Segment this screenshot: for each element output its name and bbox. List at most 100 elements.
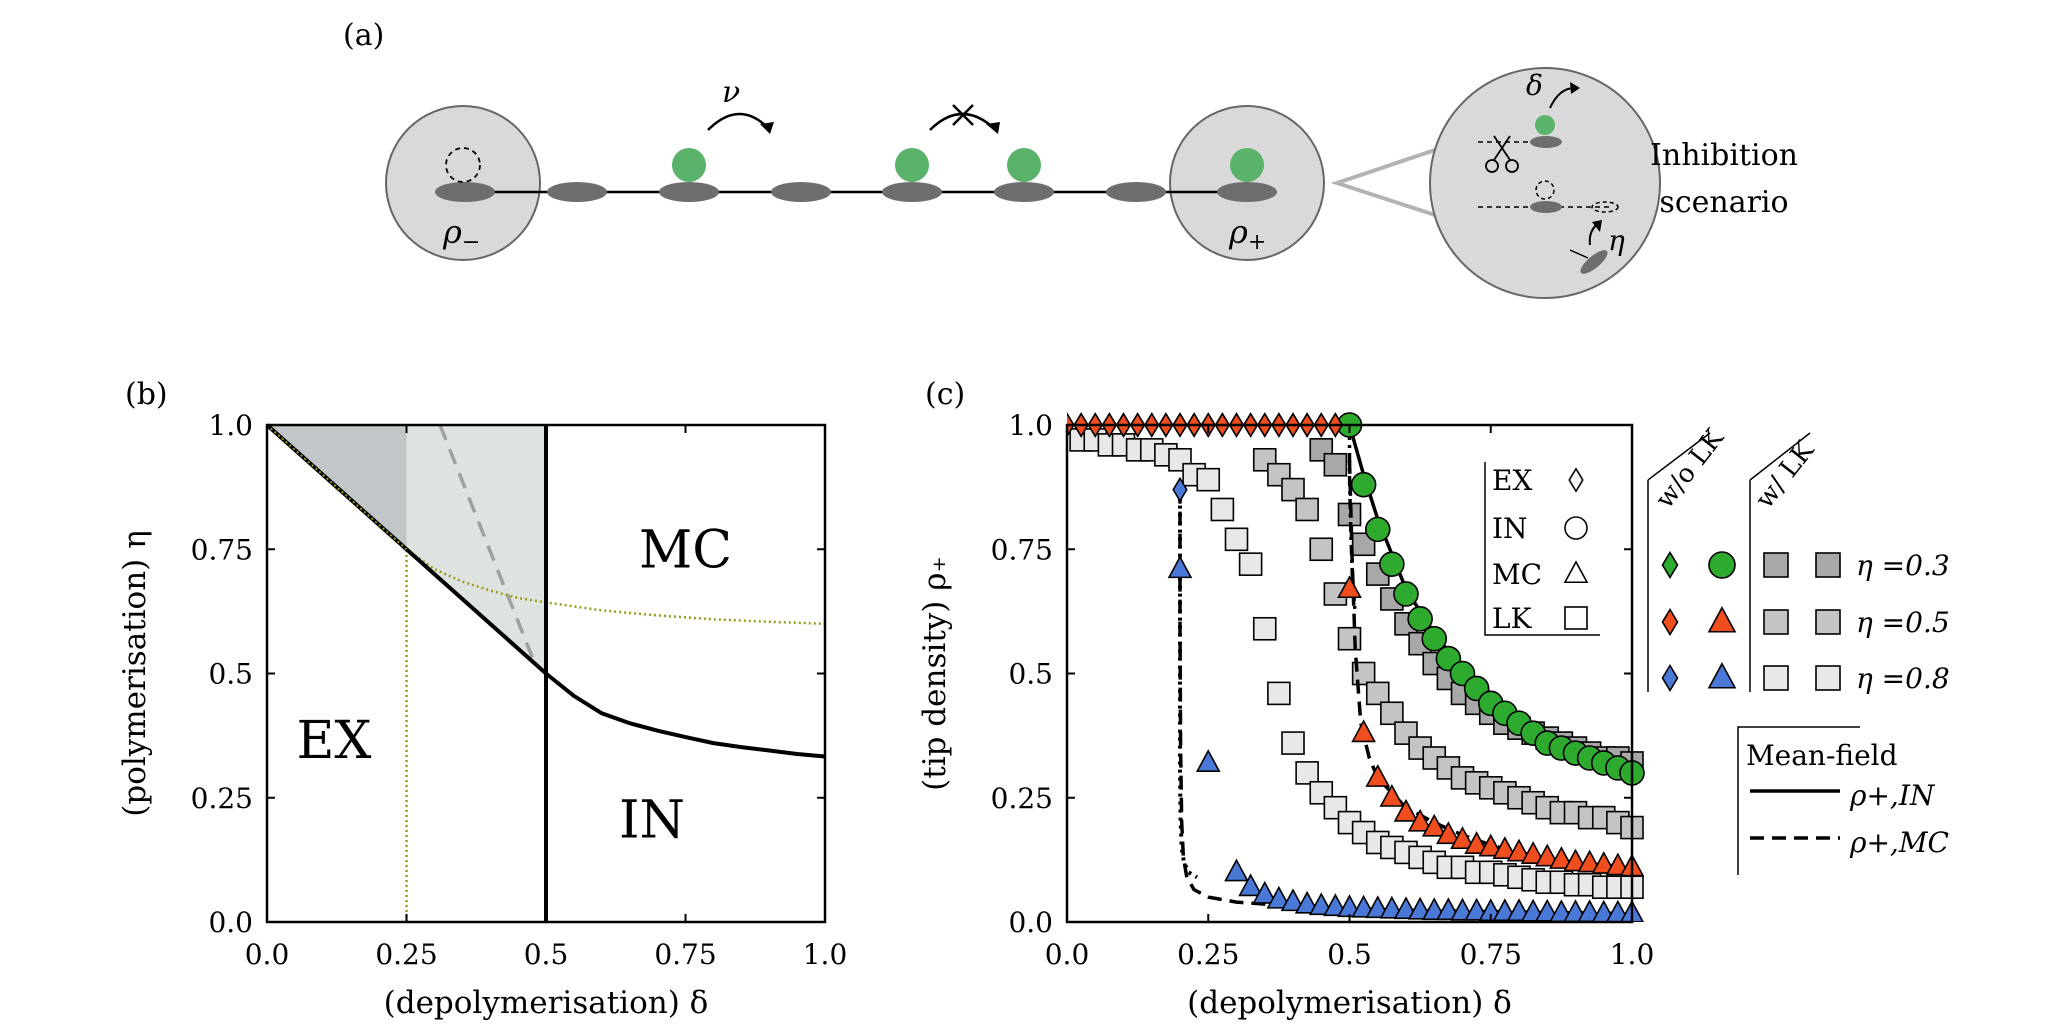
mc-marker — [1337, 575, 1362, 599]
particle — [1230, 148, 1264, 182]
incoming-site — [1580, 250, 1608, 274]
mc-marker — [1308, 892, 1334, 916]
inhibition-bubble — [1429, 67, 1661, 299]
mc-marker — [1450, 826, 1475, 850]
x-tick-label: 1.0 — [1610, 938, 1655, 971]
incoming-site-trail — [1569, 249, 1589, 259]
empty-site — [1591, 201, 1619, 213]
legend-label: EX — [1492, 464, 1532, 497]
panel-a-diagram: ν ρ− ρ+ δ — [385, 67, 1798, 299]
legend-marker — [1563, 560, 1589, 584]
blocked-arrowhead — [986, 122, 1000, 134]
x-tick-label: 0.75 — [1460, 938, 1522, 971]
lk-marker — [1380, 701, 1404, 726]
hop-arrow — [707, 112, 771, 131]
rho-minus-label: ρ− — [442, 213, 480, 255]
lk-marker — [1224, 527, 1249, 552]
site — [1217, 182, 1277, 202]
empty-particle — [445, 147, 481, 183]
legend-marker — [1707, 606, 1737, 633]
mc-marker — [1549, 846, 1574, 869]
x-tick-label: 0.25 — [1177, 938, 1239, 971]
x-axis-label: (depolymerisation) δ — [384, 985, 709, 1021]
mc-marker — [1195, 749, 1221, 773]
mc-marker — [1238, 873, 1263, 897]
lk-marker — [1252, 616, 1277, 641]
legend-ex-marker — [1661, 550, 1679, 580]
plot-area — [1067, 412, 1645, 922]
legend-marker — [1564, 516, 1588, 540]
eta-label: η — [1608, 224, 1625, 257]
lk-marker — [1267, 681, 1291, 706]
y-tick-label: 0.25 — [991, 782, 1053, 815]
in-marker — [1364, 516, 1391, 543]
panel-b-phase-diagram: 0.00.00.250.250.50.50.750.751.01.0(depol… — [117, 409, 847, 1021]
panel-c-tip-density: 0.00.00.250.250.50.50.750.751.01.0(depol… — [917, 409, 1950, 1021]
mc-marker — [1492, 836, 1518, 859]
mc-marker — [1280, 888, 1306, 912]
legend-lk-marker — [1815, 665, 1841, 691]
particle — [1535, 115, 1555, 135]
legend-eta-label: η =0.3 — [1856, 549, 1950, 582]
mc-marker — [1591, 851, 1617, 874]
legend-mc-label: ρ+,MC — [1849, 826, 1949, 859]
site — [882, 182, 942, 202]
legend-label: LK — [1492, 602, 1533, 635]
lk-marker — [1295, 761, 1319, 785]
mc-marker — [1478, 833, 1504, 857]
mc-marker — [1393, 798, 1419, 822]
mc-marker — [1534, 843, 1560, 867]
scissors-icon — [1485, 135, 1519, 173]
meanfield-dotted-curve — [1178, 489, 1199, 880]
y-tick-label: 0.75 — [191, 533, 253, 566]
mc-marker — [1605, 852, 1631, 876]
legend-bracket — [1484, 462, 1600, 636]
lk-marker — [1309, 537, 1334, 562]
x-tick-label: 0.0 — [245, 938, 290, 971]
site — [435, 182, 495, 202]
cross-icon — [952, 104, 974, 126]
panel-label-a: (a) — [343, 18, 384, 53]
region-light — [406, 425, 546, 674]
legend-marker — [1564, 606, 1588, 630]
x-tick-label: 1.0 — [803, 938, 848, 971]
region-label-mc: MC — [639, 520, 732, 580]
y-tick-label: 1.0 — [208, 409, 253, 442]
x-tick-label: 0.25 — [375, 938, 437, 971]
mc-marker — [1365, 764, 1391, 787]
ex-marker — [1172, 476, 1188, 503]
site — [1530, 136, 1562, 148]
hop-arrowhead — [760, 122, 774, 134]
y-tick-label: 0.5 — [1008, 658, 1053, 691]
legend-lk-marker — [1763, 552, 1789, 578]
rate-nu: ν — [722, 75, 740, 110]
legend-divider — [1647, 432, 1711, 481]
mc-marker — [1577, 849, 1602, 873]
rho-plus-label: ρ+ — [1228, 213, 1266, 255]
zoom-lines — [1330, 148, 1436, 217]
x-axis-label: (depolymerisation) δ — [1187, 985, 1512, 1021]
y-tick-label: 0.0 — [1008, 906, 1053, 939]
inhibition-label-2: scenario — [1659, 185, 1788, 220]
mc-marker — [1520, 841, 1546, 864]
particle — [1007, 148, 1041, 182]
legend-bracket — [1737, 726, 1860, 875]
filament-sites — [435, 182, 1277, 202]
site — [659, 182, 719, 202]
mc-marker — [1167, 555, 1193, 579]
in-marker — [1379, 551, 1405, 577]
legend-marker — [1708, 551, 1736, 579]
mc-marker — [1407, 808, 1433, 832]
lk-marker — [1196, 467, 1221, 492]
dotted-diagonal — [266, 424, 408, 551]
y-tick-label: 0.5 — [208, 658, 253, 691]
region-label-in: IN — [619, 791, 685, 851]
mc-marker — [1421, 813, 1447, 837]
panel-label-b: (b) — [125, 377, 168, 412]
mc-marker — [1294, 890, 1320, 914]
lk-marker — [1281, 731, 1305, 755]
